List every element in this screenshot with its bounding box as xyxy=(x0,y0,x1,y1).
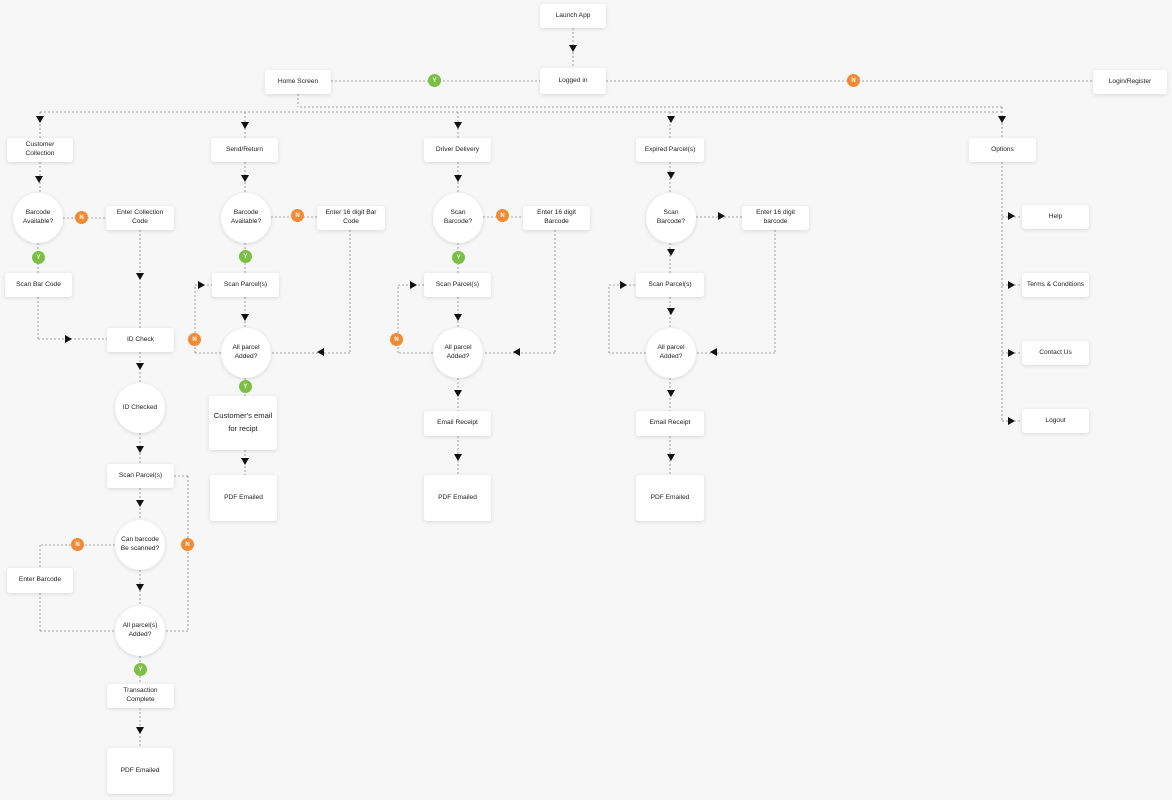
arrow-head xyxy=(1008,417,1015,425)
arrow-head xyxy=(667,172,675,179)
op-terms-node: Terms & Conditions xyxy=(1022,273,1089,297)
cc-can-barcode-be-scanned-decision: Can barcode Be scanned? xyxy=(115,520,165,570)
arrow-head xyxy=(136,273,144,280)
arrow-head xyxy=(241,175,249,182)
arrow-head xyxy=(1008,212,1015,220)
yes-badge: Y xyxy=(134,663,147,676)
send-return-node: Send/Return xyxy=(211,138,278,162)
arrow-head xyxy=(136,446,144,453)
arrow-head xyxy=(998,116,1006,123)
dd-pdf-emailed-node: PDF Emailed xyxy=(424,475,491,521)
dd-enter-16-digit-node: Enter 16 digit Barcode xyxy=(523,206,590,230)
arrow-head xyxy=(454,454,462,461)
arrow-head xyxy=(667,249,675,256)
cc-transaction-complete-node: Transaction Complete xyxy=(107,684,174,708)
arrow-head xyxy=(241,122,249,129)
cc-id-check-node: ID Check xyxy=(107,328,174,352)
arrow-head xyxy=(241,314,249,321)
dd-scan-parcels-node: Scan Parcel(s) xyxy=(424,273,491,297)
cc-scan-bar-code-node: Scan Bar Code xyxy=(5,273,72,297)
yes-badge: Y xyxy=(239,250,252,263)
ep-all-parcel-added-decision: All parcel Added? xyxy=(646,328,696,378)
dd-scan-barcode-decision: Scan Barcode? xyxy=(433,193,483,243)
op-logout-node: Logout xyxy=(1022,409,1089,433)
arrow-head xyxy=(620,281,627,289)
ep-scan-barcode-decision: Scan Barcode? xyxy=(646,193,696,243)
op-contact-node: Contact Us xyxy=(1022,341,1089,365)
arrow-head xyxy=(198,281,205,289)
arrow-head xyxy=(36,116,44,123)
options-node: Options xyxy=(969,138,1036,162)
no-badge: N xyxy=(71,538,84,551)
arrow-head xyxy=(1008,349,1015,357)
arrow-head xyxy=(136,584,144,591)
cc-barcode-available-decision: Barcode Available? xyxy=(13,193,63,243)
sr-pdf-emailed-node: PDF Emailed xyxy=(210,475,277,521)
expired-parcels-node: Expired Parcel(s) xyxy=(636,138,704,162)
arrow-head xyxy=(410,281,417,289)
op-help-node: Help xyxy=(1022,205,1089,229)
arrow-head xyxy=(710,348,717,356)
sr-barcode-available-decision: Barcode Available? xyxy=(221,193,271,243)
cc-id-checked-node: ID Checked xyxy=(115,383,165,433)
login-register-node: Login/Register xyxy=(1093,70,1167,94)
arrow-head xyxy=(667,308,675,315)
ep-scan-parcels-node: Scan Parcel(s) xyxy=(636,273,704,297)
arrow-head xyxy=(667,390,675,397)
yes-badge: Y xyxy=(452,251,465,264)
sr-enter-16-digit-node: Enter 16 digit Bar Code xyxy=(317,206,385,230)
arrow-head xyxy=(454,122,462,129)
no-badge: N xyxy=(496,209,509,222)
no-badge: N xyxy=(291,209,304,222)
yes-badge: Y xyxy=(428,74,441,87)
sr-customer-email-node: Customer's email for recipt xyxy=(209,396,277,450)
arrow-head xyxy=(136,500,144,507)
sr-scan-parcels-node: Scan Parcel(s) xyxy=(212,273,279,297)
sr-all-parcel-added-decision: All parcel Added? xyxy=(221,328,271,378)
launch-app-node: Launch App xyxy=(540,4,606,28)
arrow-head xyxy=(454,175,462,182)
yes-badge: Y xyxy=(32,251,45,264)
arrow-head xyxy=(667,454,675,461)
no-badge: N xyxy=(847,74,860,87)
arrow-head xyxy=(718,212,725,220)
ep-pdf-emailed-node: PDF Emailed xyxy=(636,475,704,521)
ep-enter-16-digit-node: Enter 16 digit barcode xyxy=(742,206,809,230)
dd-email-receipt-node: Email Receipt xyxy=(424,411,491,436)
no-badge: N xyxy=(390,333,403,346)
cc-enter-collection-code-node: Enter Collection Code xyxy=(106,206,174,230)
arrow-head xyxy=(454,390,462,397)
no-badge: N xyxy=(188,333,201,346)
arrow-head xyxy=(136,363,144,370)
customer-collection-node: Customer Collection xyxy=(7,138,73,162)
cc-enter-barcode-node: Enter Barcode xyxy=(7,568,73,593)
arrow-head xyxy=(65,335,72,343)
arrow-head xyxy=(136,727,144,734)
no-badge: N xyxy=(181,538,194,551)
arrow-head xyxy=(35,176,43,183)
cc-scan-parcels-node: Scan Parcel(s) xyxy=(107,464,174,488)
cc-all-parcels-added-decision: All parcel(s) Added? xyxy=(115,606,165,656)
arrow-head xyxy=(667,116,675,123)
dd-all-parcel-added-decision: All parcel Added? xyxy=(433,328,483,378)
arrow-head xyxy=(241,458,249,465)
arrow-head xyxy=(1008,281,1015,289)
arrow-head xyxy=(569,45,577,52)
home-screen-node: Home Screen xyxy=(265,70,331,94)
logged-in-node: Logged in xyxy=(540,68,606,94)
driver-delivery-node: Driver Delivery xyxy=(424,138,491,162)
no-badge: N xyxy=(75,211,88,224)
yes-badge: Y xyxy=(239,380,252,393)
arrow-head xyxy=(317,348,324,356)
ep-email-receipt-node: Email Receipt xyxy=(636,411,704,436)
arrow-head xyxy=(454,314,462,321)
arrow-head xyxy=(513,348,520,356)
cc-pdf-emailed-node: PDF Emailed xyxy=(107,748,173,794)
